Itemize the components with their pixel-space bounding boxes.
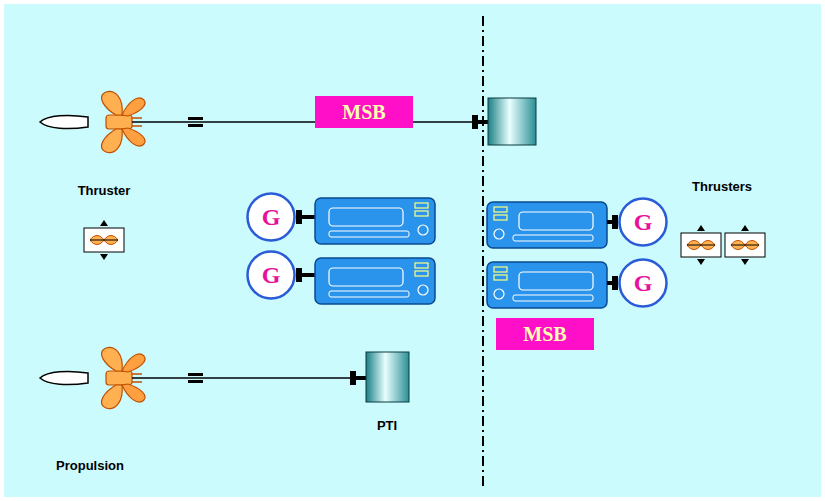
switchboard-box: MSB (496, 318, 594, 350)
engine (487, 262, 607, 308)
switchboard-label: MSB (523, 323, 566, 346)
generator-label: G (262, 262, 281, 289)
shaft (132, 121, 472, 123)
generator-label: G (634, 209, 653, 236)
engine (315, 198, 435, 244)
coupling (472, 115, 478, 129)
pti-motor (366, 352, 409, 402)
switchboard-box: MSB (315, 96, 413, 128)
engine (487, 202, 607, 248)
generator-circle: G (246, 250, 296, 300)
generator-label: G (262, 204, 281, 231)
coupling (296, 268, 302, 282)
generator-circle: G (618, 258, 668, 308)
part-label: Thruster (78, 183, 131, 198)
generator-circle: G (618, 197, 668, 247)
coupling (612, 215, 618, 229)
part-label: Propulsion (56, 458, 124, 473)
shaft (132, 377, 350, 379)
thruster-symbol (84, 220, 124, 260)
part-label: PTI (377, 418, 397, 433)
coupling (302, 273, 316, 277)
centre-line (482, 16, 484, 486)
coupling (302, 215, 316, 219)
coupling (350, 371, 356, 385)
engine (315, 258, 435, 304)
coupling (478, 120, 488, 124)
coupling (296, 210, 302, 224)
background (4, 4, 821, 497)
switchboard-label: MSB (342, 101, 385, 124)
generator-circle: G (246, 192, 296, 242)
coupling (612, 276, 618, 290)
thruster-symbol (725, 225, 765, 265)
propulsion-motor (488, 98, 536, 145)
part-label: Thrusters (692, 179, 752, 194)
coupling (356, 376, 366, 380)
thruster-symbol (681, 225, 721, 265)
generator-label: G (634, 270, 653, 297)
